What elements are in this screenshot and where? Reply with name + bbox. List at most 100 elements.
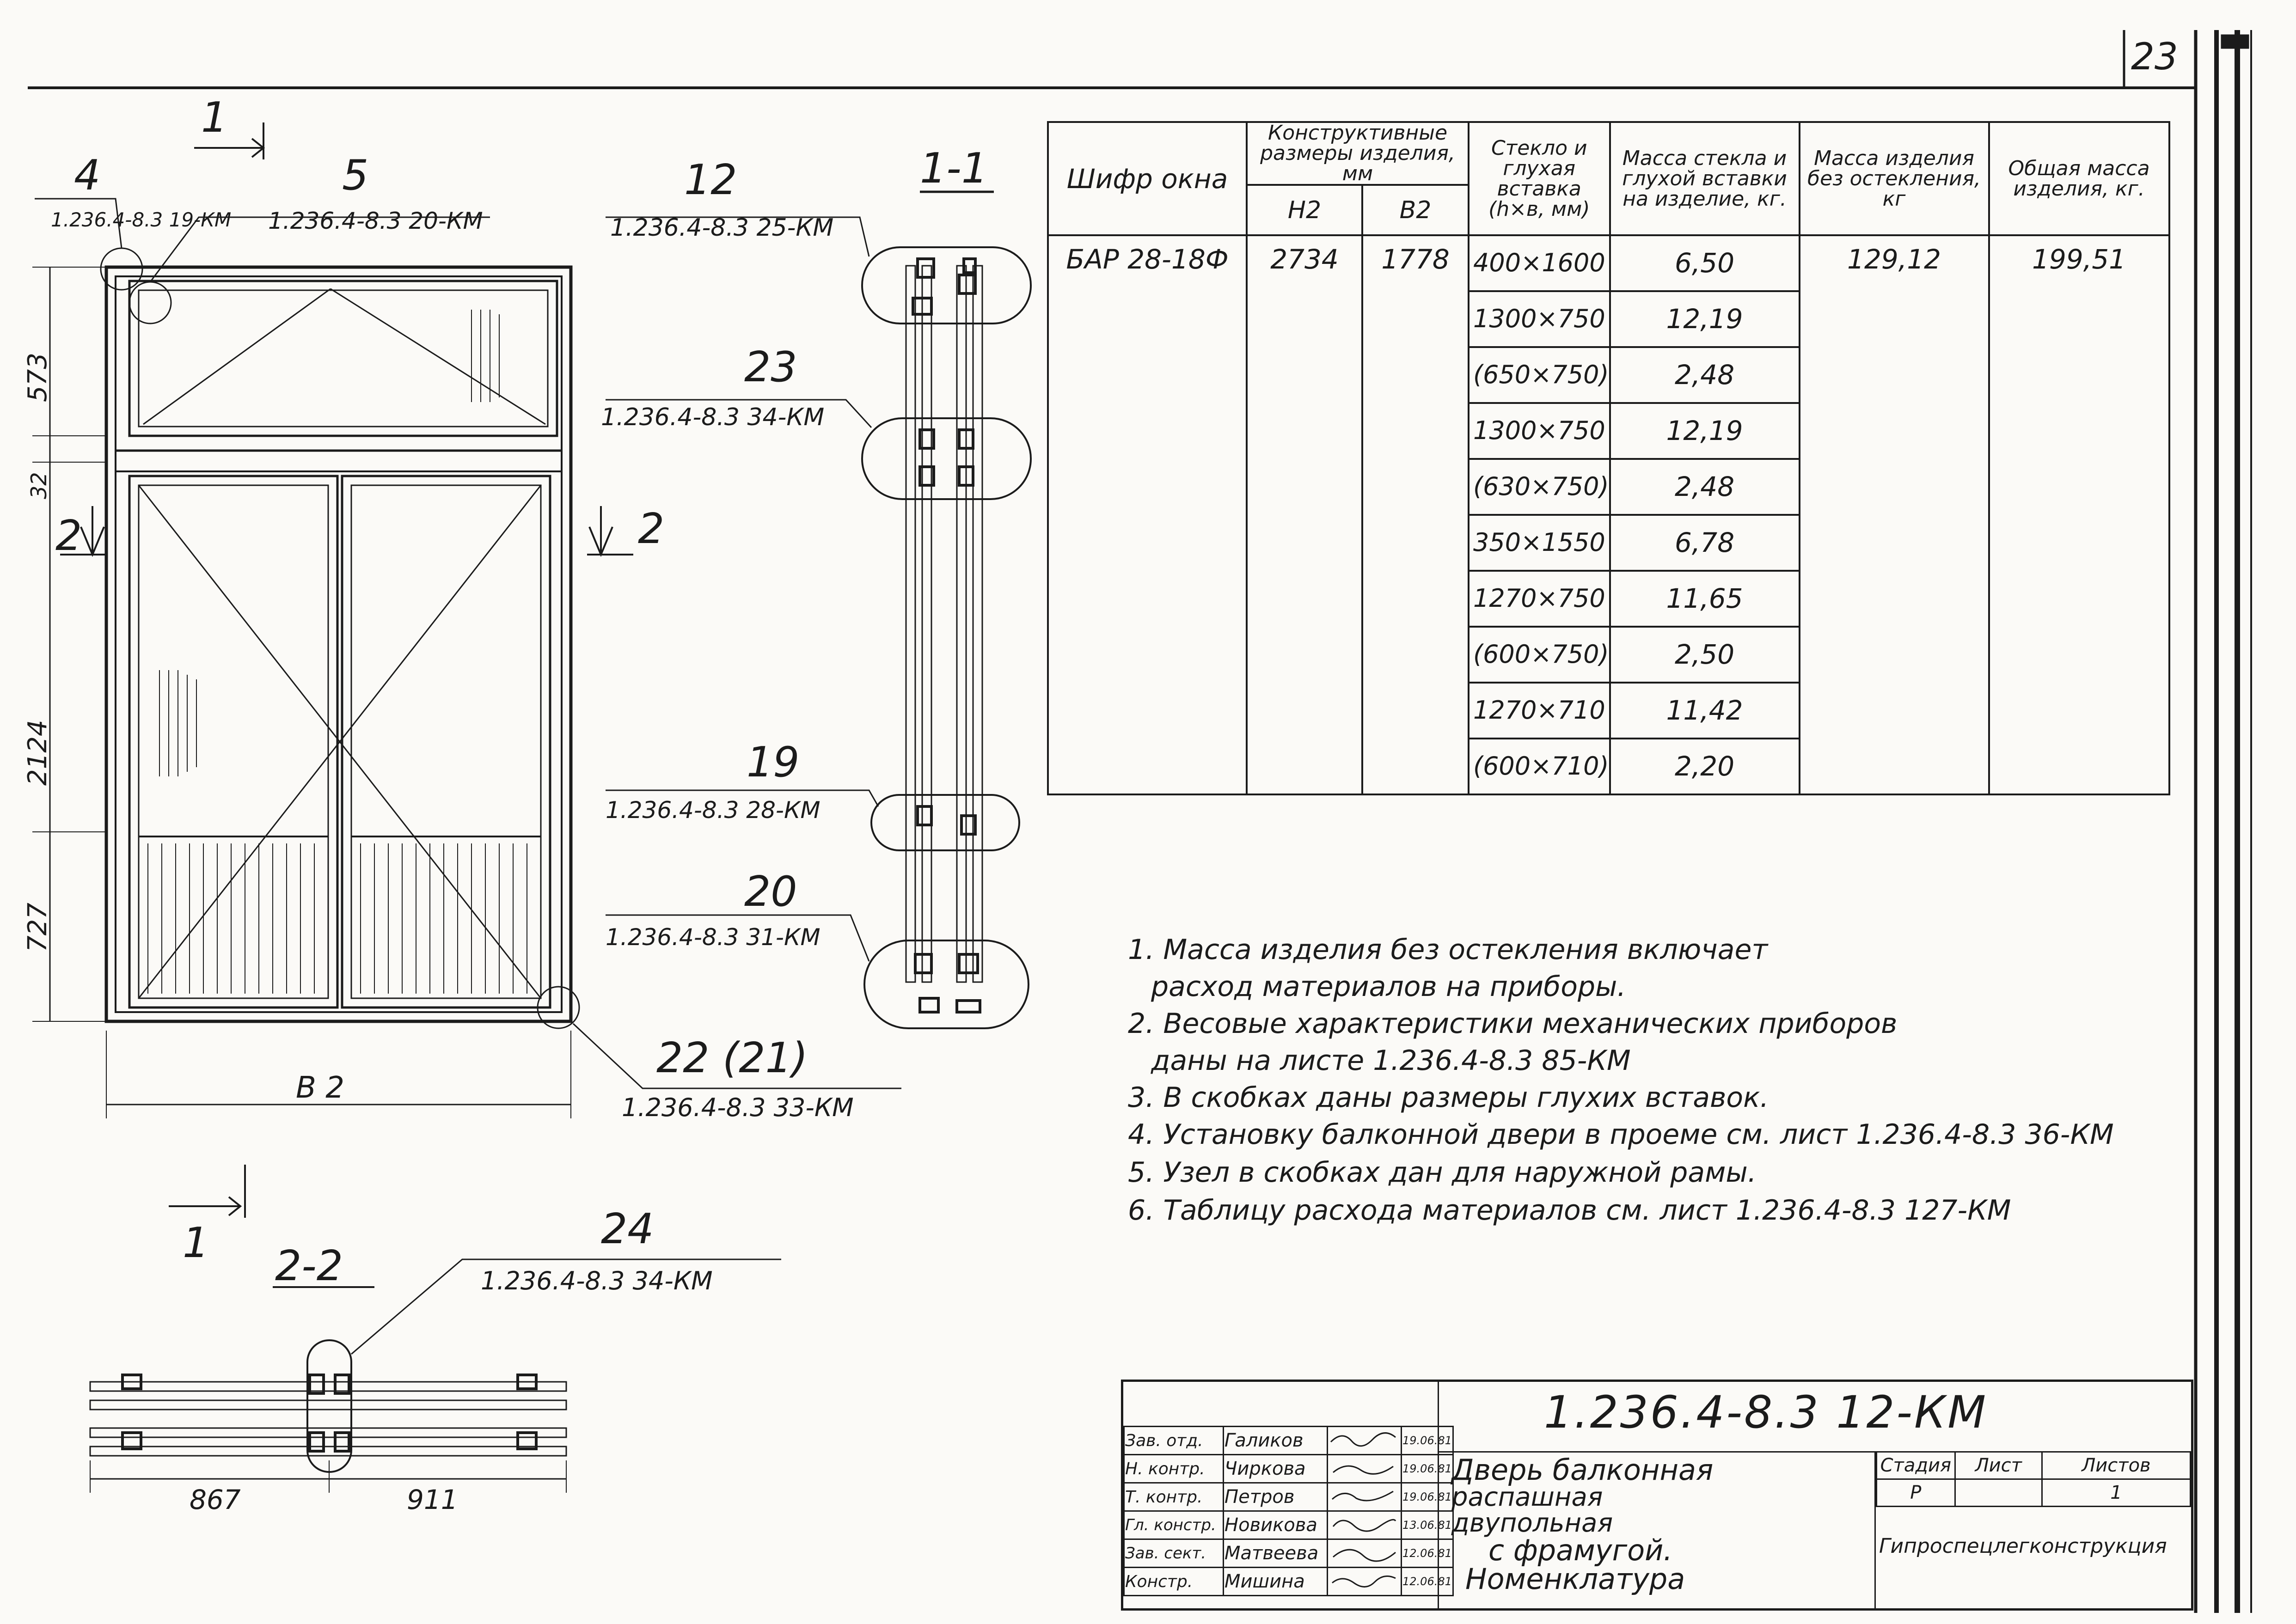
staff-name: Чиркова: [1223, 1454, 1328, 1484]
signature: [1327, 1454, 1402, 1484]
staff-table: Зав. отд. Галиков 19.06.81 Н. контр. Чир…: [1123, 1426, 1454, 1596]
callout-12-num: 12: [684, 156, 737, 204]
section-2-2-title: 2-2: [275, 1242, 343, 1290]
cell-glass-mass: 2,48: [1609, 458, 1800, 516]
notes: 1. Масса изделия без остекления включает…: [1128, 936, 2284, 1233]
signature-scribble: [1333, 1465, 1394, 1475]
cell-glass: (600×750): [1468, 626, 1611, 684]
sheet-value: [1954, 1478, 2043, 1507]
signature: [1327, 1567, 1402, 1596]
divider-code: [1438, 1382, 1439, 1611]
cell-glass: 1300×750: [1468, 290, 1611, 348]
divider-name: [1874, 1451, 1876, 1611]
staff-name: Петров: [1223, 1482, 1328, 1512]
specification-table: Шифр окна Конструктивные размеры изделия…: [1047, 121, 2170, 795]
header-dims: Конструктивные размеры изделия, мм: [1246, 121, 1469, 186]
sheet-frame: [28, 30, 2252, 1613]
cell-mass-no-glass: 129,12: [1798, 234, 1990, 795]
header-b: В2: [1361, 184, 1469, 236]
callout-22-ref: 1.236.4-8.3 33-КМ: [622, 1093, 854, 1122]
cell-glass: 1270×710: [1468, 682, 1611, 739]
staff-role: Зав. сект.: [1123, 1539, 1224, 1568]
cell-glass-mass: 2,48: [1609, 346, 1800, 404]
cell-glass-mass: 2,20: [1609, 738, 1800, 795]
cell-glass: (600×710): [1468, 738, 1611, 795]
dim-mullion: 32: [26, 472, 51, 499]
callout-24-num: 24: [601, 1205, 654, 1253]
table-row: (630×750)2,48: [1048, 458, 2169, 516]
callout-20-num: 20: [744, 867, 797, 916]
dim-2-2-left: 867: [190, 1484, 241, 1515]
cell-b: 1778: [1361, 234, 1469, 795]
cell-glass: (630×750): [1468, 458, 1611, 516]
detail-circle-5: [129, 281, 172, 324]
staff-role: Гл. констр.: [1123, 1510, 1224, 1540]
staff-date: 19.06.81: [1401, 1482, 1454, 1512]
callout-19-num: 19: [747, 738, 800, 787]
product-name-line: Номенклатура: [1465, 1562, 1685, 1596]
stage-table: Стадия Лист Листов Р 1: [1876, 1451, 2192, 1507]
cell-glass: 350×1550: [1468, 514, 1611, 572]
cell-h: 2734: [1246, 234, 1363, 795]
right-leaf: [341, 475, 551, 1009]
staff-role: Т. контр.: [1123, 1482, 1224, 1512]
divider-h: [1439, 1451, 2192, 1453]
signature-scribble: [1332, 1575, 1396, 1587]
outer-frame: [104, 265, 573, 1023]
signature-scribble: [1332, 1490, 1394, 1502]
stage-value: Р: [1876, 1478, 1956, 1507]
staff-date: 19.06.81: [1401, 1426, 1454, 1455]
staff-name: Мишина: [1223, 1567, 1328, 1596]
cut-2-left-label: 2: [55, 512, 82, 560]
signature: [1327, 1510, 1402, 1540]
note-line: 1. Масса изделия без остекления включает: [1128, 934, 1768, 966]
cell-glass-mass: 12,19: [1609, 402, 1800, 460]
cell-glass-mass: 11,42: [1609, 682, 1800, 739]
section-1-1: [606, 190, 1032, 1029]
sheets-value: 1: [2041, 1478, 2192, 1507]
cell-glass-mass: 11,65: [1609, 570, 1800, 628]
callout-23-ref: 1.236.4-8.3 34-КМ: [601, 403, 824, 431]
table-row: БАР 28-18Ф 2734 1778 400×1600 6,50 129,1…: [1047, 234, 2170, 795]
section-2-2: [89, 1165, 781, 1493]
dim-width: B 2: [296, 1071, 344, 1105]
header-glass: Стекло и глухая вставка (h×в, мм): [1468, 121, 1611, 236]
cell-code: БАР 28-18Ф: [1047, 234, 1248, 795]
cell-glass: 1270×750: [1468, 570, 1611, 628]
cell-glass: (650×750): [1468, 346, 1611, 404]
staff-name: Матвеева: [1223, 1539, 1328, 1568]
staff-row: Констр. Мишина 12.06.81: [1123, 1567, 1454, 1596]
cut-1-label-top: 1: [201, 93, 227, 142]
cell-glass-mass: 6,50: [1609, 234, 1800, 292]
header-h: Н2: [1246, 184, 1363, 236]
staff-role: Н. контр.: [1123, 1454, 1224, 1484]
signature: [1327, 1482, 1402, 1512]
title-block: Зав. отд. Галиков 19.06.81 Н. контр. Чир…: [1121, 1380, 2193, 1611]
note-line: расход материалов на приборы.: [1151, 971, 1626, 1003]
cell-total-mass: 199,51: [1988, 234, 2170, 795]
staff-date: 19.06.81: [1401, 1454, 1454, 1484]
sheet-number: 23: [2131, 35, 2178, 78]
callout-22-num: 22 (21): [656, 1034, 808, 1082]
detail-circle-22: [537, 986, 580, 1029]
callout-4-num: 4: [74, 151, 100, 200]
staff-role: Зав. отд.: [1123, 1426, 1224, 1455]
callout-24-ref: 1.236.4-8.3 34-КМ: [481, 1266, 713, 1295]
note-line: 2. Весовые характеристики механических п…: [1128, 1007, 1898, 1040]
node-20-capsule: [863, 940, 1029, 1029]
sheets-label: Листов: [2041, 1451, 2192, 1480]
product-name-line: с фрамугой.: [1488, 1533, 1673, 1567]
header-glass-mass: Масса стекла и глухой вставки на изделие…: [1609, 121, 1800, 236]
cell-glass: 1300×750: [1468, 402, 1611, 460]
table-row: (600×710)2,20: [1048, 738, 2169, 795]
staff-name: Новикова: [1223, 1510, 1328, 1540]
callout-5-ref: 1.236.4-8.3 20-КМ: [268, 208, 483, 234]
section-1-1-title: 1-1: [920, 144, 988, 193]
callout-5-num: 5: [342, 151, 368, 200]
cell-glass: 400×1600: [1468, 234, 1611, 292]
